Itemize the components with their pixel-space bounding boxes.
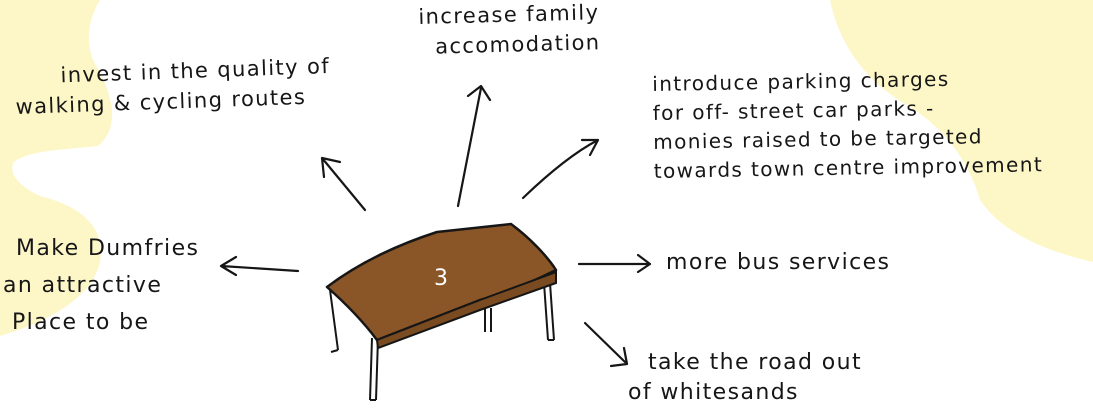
table-leg <box>484 308 492 332</box>
note-walking-cycling: invest in the quality of walking & cycli… <box>14 51 332 122</box>
arrow-to-bus <box>577 253 652 274</box>
note-line: Place to be <box>12 310 150 335</box>
arrow-to-family <box>456 84 492 208</box>
arrow-to-walking <box>320 156 367 212</box>
table-number: 3 <box>434 266 448 291</box>
note-more-bus-services: more bus services <box>666 248 890 278</box>
note-road-out-of-whitesands: take the road out of whitesands <box>628 348 862 408</box>
note-line: an attractive <box>3 273 163 298</box>
note-line: more bus services <box>666 250 891 275</box>
table-leg <box>329 289 339 353</box>
note-line: take the road out <box>648 350 862 375</box>
note-line: accomodation <box>434 30 601 59</box>
table-edge <box>375 270 557 350</box>
table-illustration: 3 <box>325 222 558 401</box>
arrow-to-parking <box>521 138 600 200</box>
note-parking-charges: introduce parking charges for off- stree… <box>652 63 1043 186</box>
note-line: of whitesands <box>628 380 799 405</box>
note-increase-family-accommodation: increase family accomodation <box>418 0 601 62</box>
table-leg <box>369 337 379 401</box>
note-make-dumfries-attractive: Make Dumfries an attractive Place to be <box>3 230 199 341</box>
table-top <box>325 222 558 342</box>
arrow-to-road <box>583 321 629 368</box>
arrows <box>219 84 652 368</box>
table-leg <box>543 282 555 341</box>
note-line: Make Dumfries <box>16 236 200 261</box>
arrow-to-dumfries <box>219 255 300 277</box>
